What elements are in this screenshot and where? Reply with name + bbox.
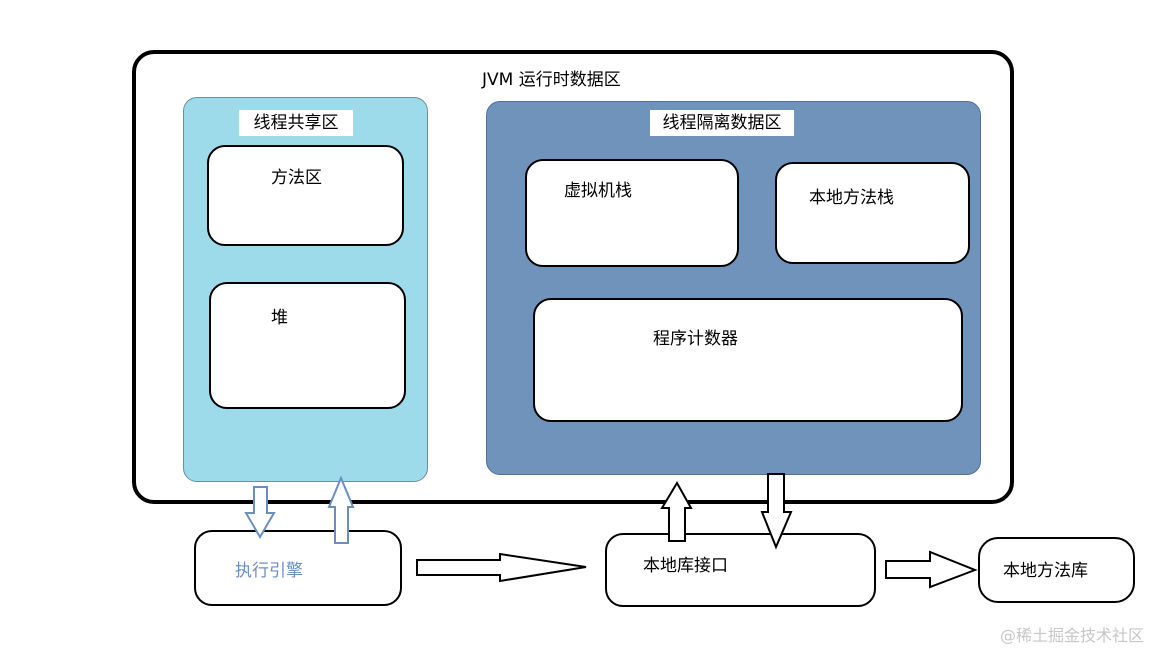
native-library-label: 本地方法库 <box>1003 561 1088 581</box>
heap-label: 堆 <box>271 308 288 328</box>
vm-stack-label: 虚拟机栈 <box>564 181 632 201</box>
thread-shared-title: 线程共享区 <box>239 110 353 136</box>
watermark: @稀土掘金技术社区 <box>999 626 1144 645</box>
interface-down-arrow <box>760 473 793 550</box>
engine-up-arrow <box>327 475 355 544</box>
program-counter-label: 程序计数器 <box>653 329 738 349</box>
native-library-box <box>978 537 1135 603</box>
engine-to-interface-arrow <box>416 552 587 583</box>
thread-isolated-title: 线程隔离数据区 <box>650 110 794 136</box>
heap-box <box>209 282 406 409</box>
execution-engine-box <box>194 530 402 606</box>
engine-down-arrow <box>244 486 276 539</box>
interface-up-arrow <box>660 481 693 542</box>
native-method-stack-label: 本地方法栈 <box>809 188 894 208</box>
method-area-label: 方法区 <box>271 168 322 188</box>
native-interface-box <box>605 533 876 607</box>
jvm-runtime-title: JVM 运行时数据区 <box>482 70 621 90</box>
method-area-box <box>207 145 404 246</box>
interface-to-library-arrow <box>885 550 978 589</box>
native-interface-label: 本地库接口 <box>643 556 728 576</box>
vm-stack-box <box>525 159 739 267</box>
native-method-stack-box <box>775 162 970 264</box>
program-counter-box <box>533 298 963 422</box>
execution-engine-label: 执行引擎 <box>235 561 303 581</box>
